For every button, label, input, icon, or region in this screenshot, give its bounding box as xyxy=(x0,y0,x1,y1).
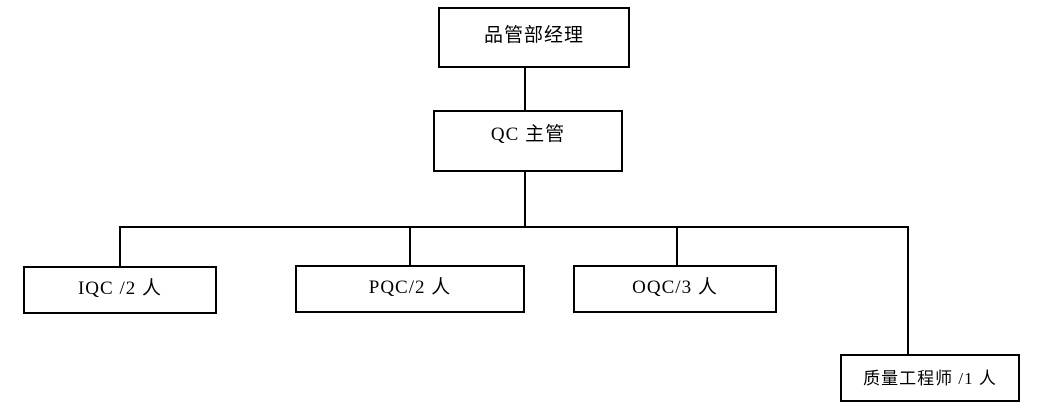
connector-bus-engineer xyxy=(907,226,909,354)
connector-bus-oqc xyxy=(676,226,678,265)
org-node-supervisor: QC 主管 xyxy=(433,110,623,172)
org-node-pqc: PQC/2 人 xyxy=(295,265,525,313)
org-node-manager-label: 品管部经理 xyxy=(483,25,584,46)
org-node-engineer: 质量工程师 /1 人 xyxy=(840,354,1020,402)
connector-bus-pqc xyxy=(409,226,411,265)
org-node-oqc: OQC/3 人 xyxy=(573,265,777,313)
org-node-engineer-label: 质量工程师 /1 人 xyxy=(863,369,997,388)
connector-bus-iqc xyxy=(119,226,121,266)
org-node-pqc-label: PQC/2 人 xyxy=(368,277,452,298)
org-node-manager: 品管部经理 xyxy=(438,7,630,68)
org-node-iqc-label: IQC /2 人 xyxy=(77,278,162,299)
org-node-supervisor-label: QC 主管 xyxy=(490,124,566,145)
connector-supervisor-bus xyxy=(524,172,526,227)
connector-bus-horizontal xyxy=(119,226,909,228)
connector-manager-supervisor xyxy=(524,68,526,110)
org-node-iqc: IQC /2 人 xyxy=(23,266,217,314)
org-node-oqc-label: OQC/3 人 xyxy=(632,277,718,298)
